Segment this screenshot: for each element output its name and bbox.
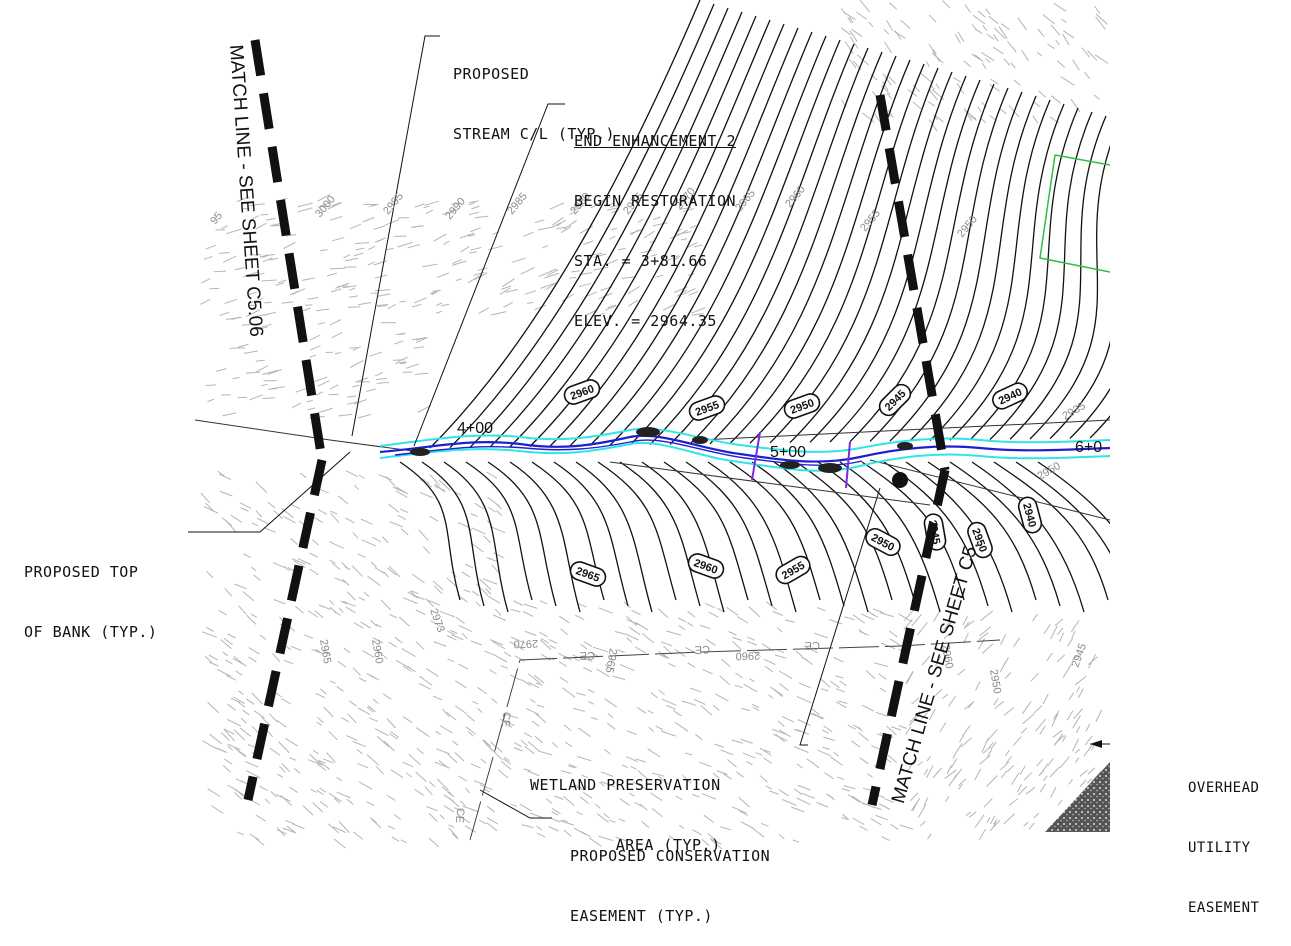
- existing-contour-label: 2950: [987, 668, 1003, 694]
- existing-contour-label: 2965: [317, 638, 333, 664]
- svg-text:CE: CE: [694, 643, 710, 656]
- station-4-00: 4+00: [457, 420, 493, 437]
- contour-label-bubble: 2945: [876, 381, 914, 419]
- existing-contour-label: 2950: [955, 213, 980, 239]
- contour-label-bubble: 2960: [562, 377, 602, 406]
- existing-contour-label: 2960: [783, 183, 808, 209]
- existing-contour-label: 2985: [505, 190, 530, 216]
- wetland-marker: [892, 472, 908, 488]
- contour-label-bubble: 2965: [568, 559, 608, 588]
- svg-text:CE: CE: [804, 639, 820, 652]
- existing-contour-label: 2945: [1070, 642, 1090, 669]
- callout-overhead-utility: OVERHEAD UTILITY EASEMENT: [1188, 738, 1259, 938]
- contour-label-bubble: 2955: [773, 553, 813, 587]
- existing-contour-label: 95: [208, 210, 225, 227]
- existing-contour-label: 2955: [858, 207, 883, 233]
- existing-contour-label: 2965: [733, 187, 758, 213]
- station-6-00: 6+0: [1075, 439, 1102, 456]
- svg-text:CE: CE: [499, 711, 512, 727]
- station-5-00: 5+00: [770, 444, 806, 461]
- existing-contour-label: 2995: [381, 190, 406, 216]
- contour-label-bubble: 2955: [687, 393, 727, 422]
- contour-label-bubble: 2940: [1017, 495, 1044, 534]
- callout-conservation-easement: PROPOSED CONSERVATION EASEMENT (TYP.): [570, 806, 770, 946]
- callout-top-of-bank: PROPOSED TOP OF BANK (TYP.): [24, 522, 157, 662]
- existing-contour-label: 2990: [443, 195, 468, 221]
- existing-contour-label: 2935: [1061, 400, 1088, 423]
- contour-label-bubble: 2950: [863, 526, 903, 559]
- existing-contour-label: 2970: [513, 637, 538, 650]
- existing-contour-label: 2960: [369, 638, 385, 664]
- match-line-left-top: [255, 40, 322, 460]
- existing-contour-label: 2960: [735, 649, 760, 662]
- contour-label-bubble: 2940: [990, 380, 1030, 412]
- svg-text:CE: CE: [579, 649, 595, 662]
- leader-arrow: [1090, 740, 1102, 748]
- svg-text:CE: CE: [453, 807, 466, 823]
- parcel-boundary: [1040, 155, 1110, 272]
- contour-label-bubble: 2950: [782, 391, 822, 420]
- existing-contour-label: 2973: [427, 607, 447, 634]
- callout-end-enhancement: END ENHANCEMENT 2 BEGIN RESTORATION STA.…: [574, 91, 736, 351]
- existing-contour-label: 3000: [313, 193, 338, 219]
